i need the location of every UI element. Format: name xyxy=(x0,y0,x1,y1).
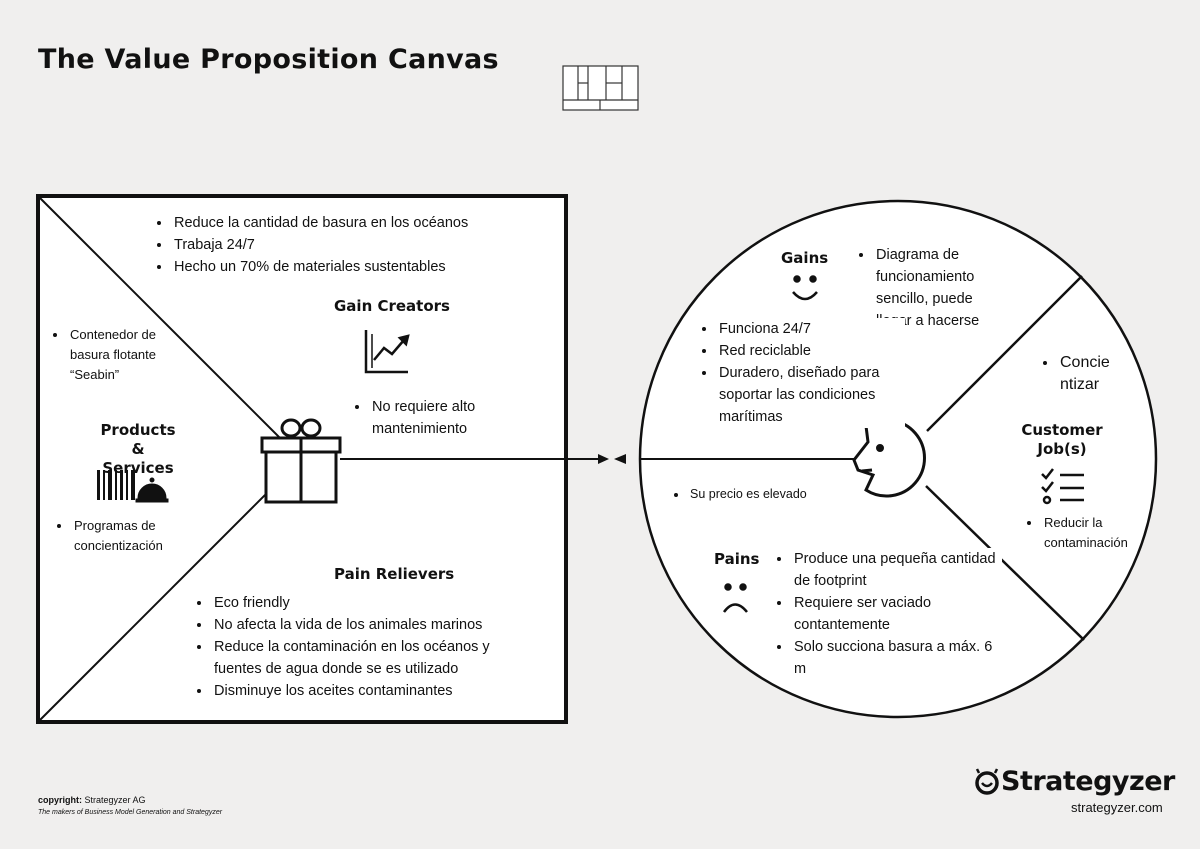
gain-creators-heading: Gain Creators xyxy=(334,297,450,315)
smile-icon xyxy=(792,275,818,301)
list-item: Disminuye los aceites contaminantes xyxy=(212,680,520,702)
list-item: Contenedor de basura flotante “Seabin” xyxy=(68,325,160,385)
list-item: Red reciclable xyxy=(717,340,905,362)
brand-name: Strategyzer xyxy=(1001,766,1175,797)
gains-heading: Gains xyxy=(781,249,829,267)
list-item: Produce una pequeña cantidad de footprin… xyxy=(792,548,1002,592)
brand-url[interactable]: strategyzer.com xyxy=(1071,800,1163,815)
list-item: No afecta la vida de los animales marino… xyxy=(212,614,520,636)
copyright-holder: Strategyzer AG xyxy=(84,795,146,805)
gift-icon xyxy=(260,418,342,504)
barcode-icon xyxy=(97,470,135,500)
list-item: Programas de concientización xyxy=(72,516,182,556)
list-item: Reducir la contaminación xyxy=(1042,513,1128,553)
customer-jobs-heading: Customer Job(s) xyxy=(1021,421,1103,458)
products-services-heading: Products & Services xyxy=(100,421,176,477)
pain-relievers-list: Eco friendly No afecta la vida de los an… xyxy=(190,592,520,702)
pains-list: Produce una pequeña cantidad de footprin… xyxy=(770,548,1002,680)
products-services-list-bottom: Programas de concientización xyxy=(52,516,182,556)
pains-list-left: Su precio es elevado xyxy=(668,484,828,504)
copyright-line: copyright: Strategyzer AG xyxy=(38,795,146,805)
checklist-icon xyxy=(1041,468,1084,505)
page-title: The Value Proposition Canvas xyxy=(38,44,499,75)
gain-creators-list-bottom: No requiere alto mantenimiento xyxy=(348,396,508,440)
chart-up-icon xyxy=(364,330,410,374)
tagline: The makers of Business Model Generation … xyxy=(38,809,223,816)
list-item: Concie ntizar xyxy=(1058,352,1122,396)
pains-heading: Pains xyxy=(714,550,760,568)
list-item: Su precio es elevado xyxy=(688,484,828,504)
list-item: Hecho un 70% de materiales sustentables xyxy=(172,256,530,278)
copyright-label: copyright: xyxy=(38,795,82,805)
customer-jobs-list-top: Concie ntizar xyxy=(1040,352,1122,396)
customer-jobs-list-bottom: Reducir la contaminación xyxy=(1022,513,1128,553)
products-services-list-top: Contenedor de basura flotante “Seabin” xyxy=(48,325,160,385)
service-bell-icon xyxy=(135,477,169,503)
strategyzer-logo-icon xyxy=(975,768,999,795)
list-item: Trabaja 24/7 xyxy=(172,234,530,256)
list-item: Requiere ser vaciado contantemente xyxy=(792,592,1002,636)
canvas-thumbnail-icon xyxy=(562,65,639,111)
pain-relievers-heading: Pain Relievers xyxy=(334,565,455,583)
frown-icon xyxy=(722,583,748,613)
list-item: Reduce la cantidad de basura en los océa… xyxy=(172,212,530,234)
list-item: No requiere alto mantenimiento xyxy=(370,396,508,440)
list-item: Duradero, diseñado para soportar las con… xyxy=(717,362,905,428)
list-item: Eco friendly xyxy=(212,592,520,614)
gain-creators-list-top: Reduce la cantidad de basura en los océa… xyxy=(150,212,530,278)
gains-list-left: Funciona 24/7 Red reciclable Duradero, d… xyxy=(695,318,905,428)
list-item: Solo succiona basura a máx. 6 m xyxy=(792,636,1002,680)
list-item: Funciona 24/7 xyxy=(717,318,905,340)
list-item: Reduce la contaminación en los océanos y… xyxy=(212,636,520,680)
